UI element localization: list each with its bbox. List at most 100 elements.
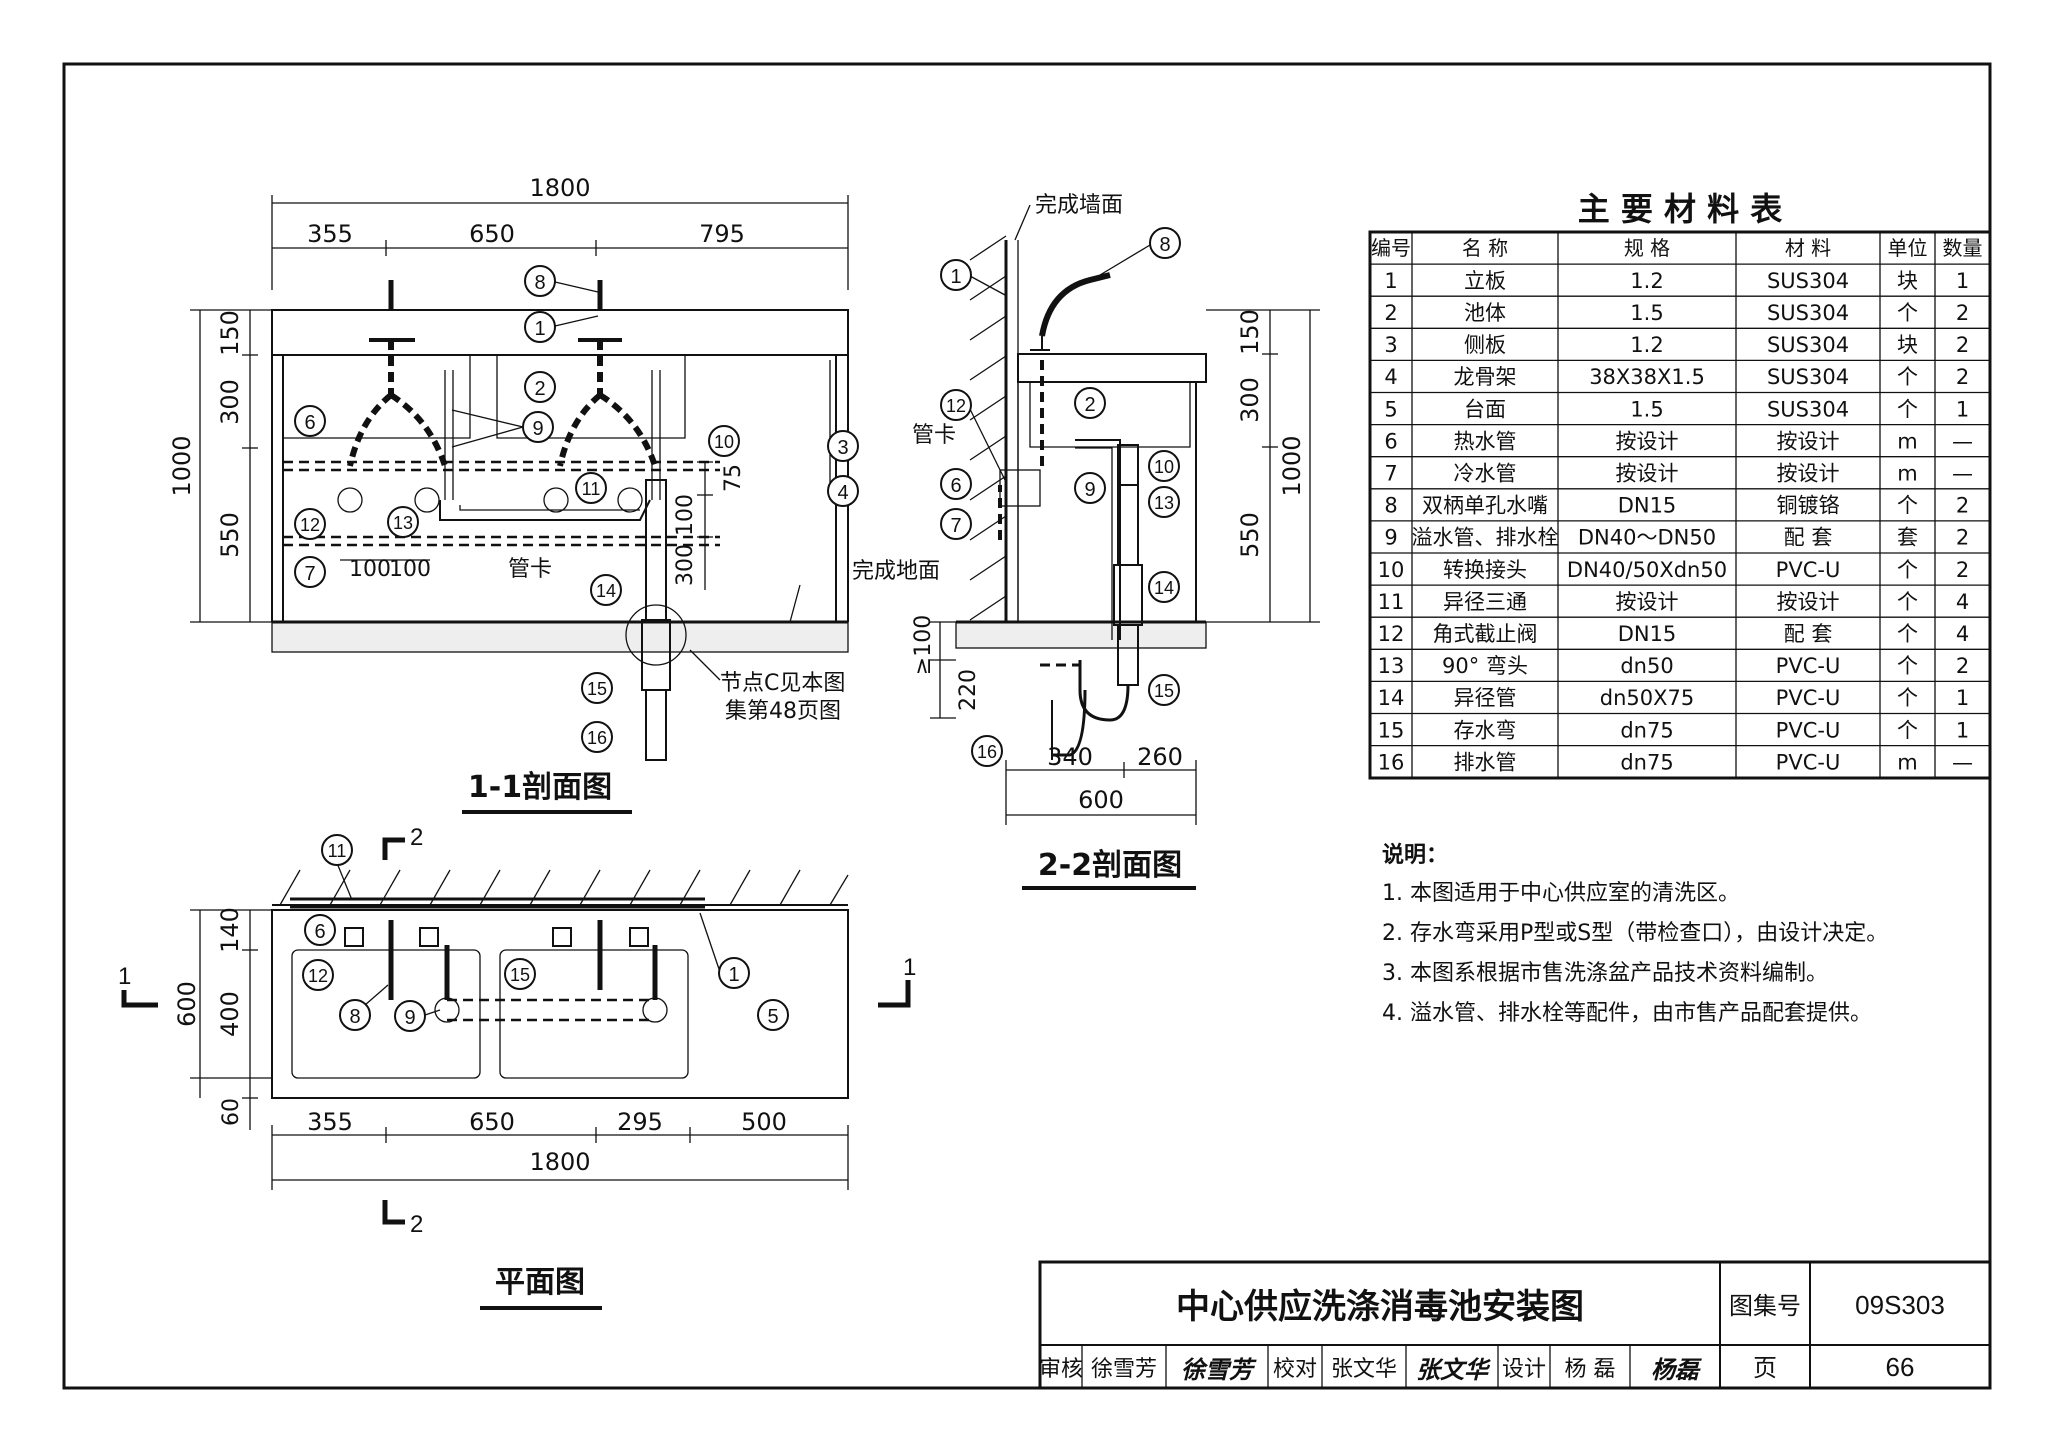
table-cell: 按设计 <box>1616 429 1679 453</box>
notes-title: 说明： <box>1382 842 1448 868</box>
svg-text:1: 1 <box>728 964 739 986</box>
table-cell: 个 <box>1897 301 1918 325</box>
dim-plan-1800: 1800 <box>529 1148 590 1176</box>
table-cell: 个 <box>1897 558 1918 582</box>
plan-callout-1: 1 <box>699 912 750 989</box>
table-cell: m <box>1897 750 1917 774</box>
svg-text:11: 11 <box>582 479 601 499</box>
table-cell: PVC-U <box>1776 686 1841 710</box>
svg-text:16: 16 <box>977 742 997 762</box>
dim-1000-22: 1000 <box>1278 435 1306 496</box>
dim-400: 400 <box>216 991 244 1037</box>
table-cell: 配 套 <box>1784 526 1833 550</box>
svg-text:6: 6 <box>314 921 325 943</box>
table-cell: 按设计 <box>1616 590 1679 614</box>
table-cell: dn75 <box>1620 750 1673 774</box>
note-node-c-1: 节点C见本图 <box>720 671 845 696</box>
label-pipe-clip-22: 管卡 <box>912 423 956 448</box>
callout-22-13: 13 <box>1148 486 1180 518</box>
dim-plan-295: 295 <box>617 1108 663 1136</box>
dim-600-plan: 600 <box>173 981 201 1027</box>
dim-300-right: 300 <box>673 544 698 586</box>
svg-text:9: 9 <box>404 1007 415 1029</box>
dim-1000: 1000 <box>168 435 196 496</box>
notes: 说明： 1. 本图适用于中心供应室的清洗区。 2. 存水弯采用P型或S型（带检查… <box>1382 842 1888 1026</box>
table-cell: m <box>1897 429 1917 453</box>
table-cell: 14 <box>1378 686 1405 710</box>
svg-text:9: 9 <box>532 418 543 440</box>
dim-650: 650 <box>469 220 515 248</box>
table-cell: DN15 <box>1618 622 1677 646</box>
plan-callout-12: 12 <box>302 959 334 991</box>
dim-total-1800: 1800 <box>529 174 590 202</box>
plan-view: 2 2 1 1 600 140 400 60 355 650 295 500 1… <box>118 824 916 1310</box>
table-cell: PVC-U <box>1776 654 1841 678</box>
table-cell: 个 <box>1897 654 1918 678</box>
table-cell: 3 <box>1384 333 1397 357</box>
reviewer-name: 徐雪芳 <box>1091 1357 1157 1382</box>
table-cell: 冷水管 <box>1454 461 1517 485</box>
dim-plan-500: 500 <box>741 1108 787 1136</box>
callout-7: 7 <box>294 556 326 588</box>
callout-22-10: 10 <box>1148 450 1180 482</box>
dim-75: 75 <box>721 464 746 492</box>
cut-mark-bottom: 2 <box>410 1211 423 1238</box>
table-cell: 9 <box>1384 526 1397 550</box>
plan-callout-15: 15 <box>504 958 536 990</box>
callout-22-8: 8 <box>1099 227 1181 276</box>
table-cell: 2 <box>1956 526 1969 550</box>
table-cell: 池体 <box>1464 301 1506 325</box>
label-finished-floor: 完成地面 <box>852 559 940 584</box>
svg-text:9: 9 <box>1084 479 1095 501</box>
table-cell: 90° 弯头 <box>1442 654 1528 678</box>
table-cell: 2 <box>1956 365 1969 389</box>
checker-signature: 张文华 <box>1416 1356 1491 1384</box>
table-cell: 异径三通 <box>1443 590 1527 614</box>
table-cell: SUS304 <box>1767 333 1849 357</box>
table-cell: 2 <box>1956 558 1969 582</box>
callout-9: 9 <box>451 409 554 448</box>
plan-callout-8: 8 <box>339 984 389 1031</box>
svg-text:10: 10 <box>714 432 734 452</box>
table-cell: 个 <box>1897 622 1918 646</box>
label-pipe-clip: 管卡 <box>508 557 552 582</box>
svg-text:11: 11 <box>328 841 347 861</box>
table-cell: 按设计 <box>1777 590 1840 614</box>
dim-550-22: 550 <box>1236 512 1264 558</box>
dim-100-right: 100 <box>673 494 698 536</box>
table-cell: 2 <box>1956 333 1969 357</box>
table-cell: 个 <box>1897 686 1918 710</box>
svg-text:7: 7 <box>950 515 961 537</box>
table-cell: 1.2 <box>1630 269 1663 293</box>
table-cell: 1 <box>1956 269 1969 293</box>
callout-8: 8 <box>524 265 599 297</box>
table-cell: SUS304 <box>1767 269 1849 293</box>
dim-550: 550 <box>216 512 244 558</box>
review-label: 审核 <box>1039 1357 1083 1382</box>
svg-text:6: 6 <box>304 412 315 434</box>
table-cell: PVC-U <box>1776 718 1841 742</box>
table-cell: SUS304 <box>1767 397 1849 421</box>
title-section-2-2: 2-2剖面图 <box>1038 848 1182 883</box>
dim-260: 260 <box>1137 743 1183 771</box>
svg-text:7: 7 <box>304 563 315 585</box>
svg-text:8: 8 <box>349 1006 360 1028</box>
table-cell: 1.2 <box>1630 333 1663 357</box>
table-cell: 排水管 <box>1454 750 1517 774</box>
callout-22-16: 16 <box>971 735 1003 767</box>
table-cell: m <box>1897 461 1917 485</box>
table-cell: 4 <box>1956 622 1969 646</box>
svg-text:2: 2 <box>1084 394 1095 416</box>
table-cell: 块 <box>1897 333 1918 357</box>
designer-signature: 杨磊 <box>1651 1356 1702 1384</box>
atlas-label: 图集号 <box>1729 1292 1801 1320</box>
table-cell: 4 <box>1956 590 1969 614</box>
table-cell: DN40/50Xdn50 <box>1567 558 1727 582</box>
note-item-3: 3. 本图系根据市售洗涤盆产品技术资料编制。 <box>1382 961 1828 986</box>
dim-plan-355: 355 <box>307 1108 353 1136</box>
table-header-cell: 编号 <box>1371 236 1411 260</box>
plan-callout-6: 6 <box>304 914 336 946</box>
table-cell: 6 <box>1384 429 1397 453</box>
